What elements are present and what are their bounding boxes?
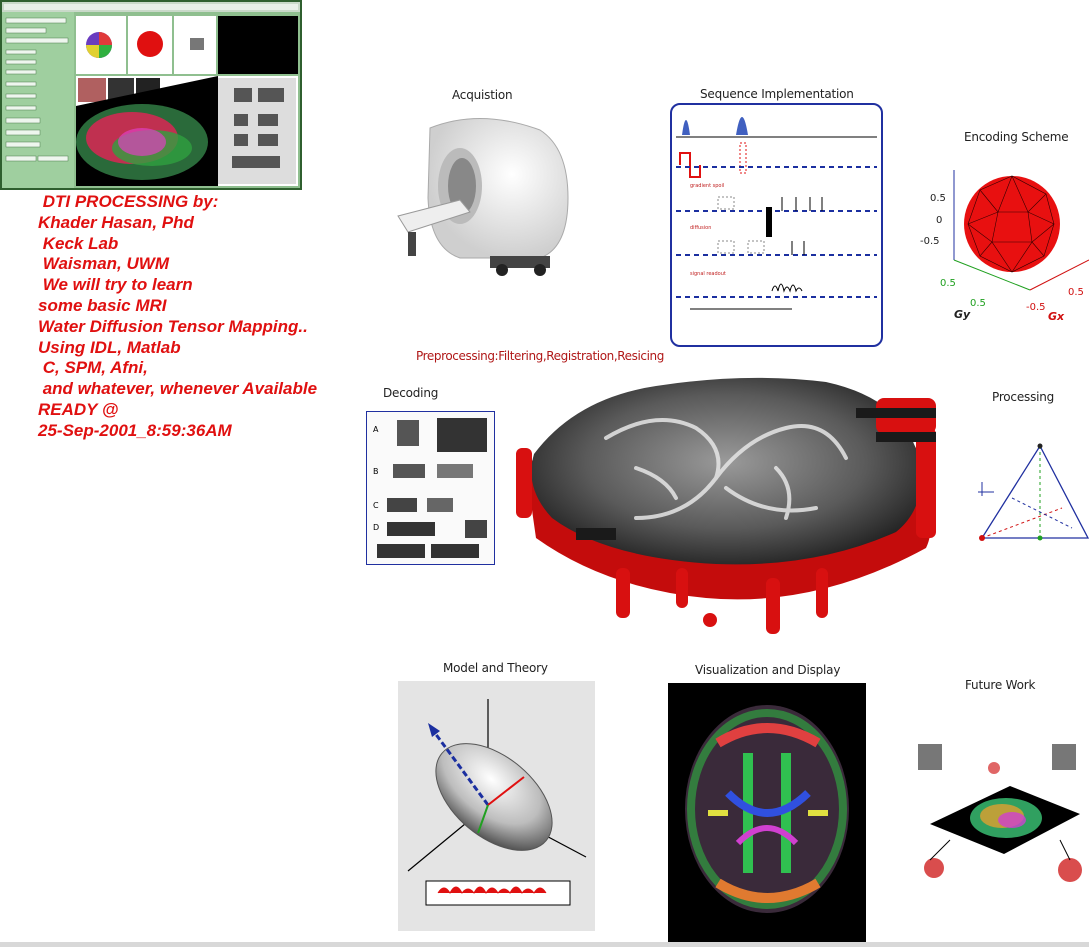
svg-text:A: A	[373, 425, 379, 434]
svg-text:B: B	[373, 467, 379, 476]
sequence-caption[interactable]: Sequence Implementation	[700, 87, 854, 101]
future-work-graphic	[918, 744, 1082, 882]
tensor-ellipsoid-graphic	[407, 699, 587, 906]
encoding-caption[interactable]: Encoding Scheme	[964, 130, 1069, 144]
intro-text: DTI PROCESSING by: Khader Hasan, Phd Kec…	[38, 192, 368, 442]
processing-triangle-graphic	[978, 443, 1089, 541]
intro-line: 25-Sep-2001_8:59:36AM	[38, 420, 232, 440]
encoding-sphere-graphic: 0.5 0 -0.5 Gz 0.5 0.5 Gy -0.5 0.5 Gx	[920, 170, 1089, 323]
intro-line: and whatever, whenever Available	[38, 379, 318, 399]
pulse-sequence-diagram[interactable]: gradient spoil diffusion signal readout	[670, 103, 883, 347]
intro-line: Waisman, UWM	[38, 254, 169, 274]
future-caption[interactable]: Future Work	[965, 678, 1036, 692]
intro-line: some basic MRI	[38, 295, 167, 315]
z-tick-label: 0	[936, 215, 942, 226]
mri-scanner-graphic	[397, 117, 569, 276]
decoding-caption[interactable]: Decoding	[383, 386, 439, 400]
idl-gui-screenshot	[0, 0, 302, 190]
svg-text:D: D	[373, 523, 379, 532]
z-tick-label: 0.5	[930, 193, 946, 204]
acquisition-caption[interactable]: Acquistion	[452, 88, 513, 102]
color-fa-map-graphic	[685, 705, 849, 913]
brain-3d-render[interactable]	[516, 368, 948, 634]
tensor-ellipsoid-figure[interactable]	[398, 681, 595, 931]
intro-line: We will try to learn	[38, 275, 193, 295]
future-work-figure[interactable]	[910, 740, 1089, 890]
y-tick-label: 0.5	[970, 298, 986, 309]
svg-text:diffusion: diffusion	[690, 225, 711, 231]
color-fa-map-image[interactable]	[668, 683, 866, 942]
y-axis-label: Gy	[954, 308, 971, 321]
encoding-sphere-plot[interactable]: 0.5 0 -0.5 Gz 0.5 0.5 Gy -0.5 0.5 Gx	[920, 150, 1089, 326]
decoding-figure[interactable]: A B C D	[366, 411, 495, 565]
z-tick-label: -0.5	[920, 236, 940, 247]
svg-text:gradient spoil: gradient spoil	[690, 183, 724, 189]
y-tick-label: 0.5	[940, 278, 956, 289]
mri-scanner-image[interactable]	[390, 108, 574, 298]
intro-line: Keck Lab	[38, 233, 119, 253]
x-axis-label: Gx	[1048, 310, 1065, 323]
pulse-sequence-graphic: gradient spoil diffusion signal readout	[676, 117, 877, 310]
x-tick-label: 0.5	[1068, 287, 1084, 298]
idl-gui-thumbnail-graphic	[2, 2, 300, 188]
intro-line: Khader Hasan, Phd	[38, 212, 194, 232]
visualization-caption[interactable]: Visualization and Display	[695, 663, 841, 677]
svg-text:C: C	[373, 501, 379, 510]
svg-text:signal readout: signal readout	[690, 271, 726, 277]
brain-3d-graphic	[516, 377, 936, 634]
processing-caption[interactable]: Processing	[992, 390, 1055, 404]
model-caption[interactable]: Model and Theory	[443, 661, 548, 675]
x-tick-label: -0.5	[1026, 302, 1046, 313]
decoding-figure-graphic: A B C D	[373, 418, 487, 558]
intro-line: Water Diffusion Tensor Mapping..	[38, 316, 308, 336]
intro-line: Using IDL, Matlab	[38, 337, 181, 357]
intro-line: DTI PROCESSING by:	[38, 192, 219, 211]
preprocessing-caption[interactable]: Preprocessing:Filtering,Registration,Res…	[416, 349, 664, 363]
intro-line: C, SPM, Afni,	[38, 358, 148, 378]
processing-triangle-diagram[interactable]	[972, 438, 1089, 550]
bottom-divider	[0, 942, 1089, 947]
intro-line: READY @	[38, 399, 119, 419]
